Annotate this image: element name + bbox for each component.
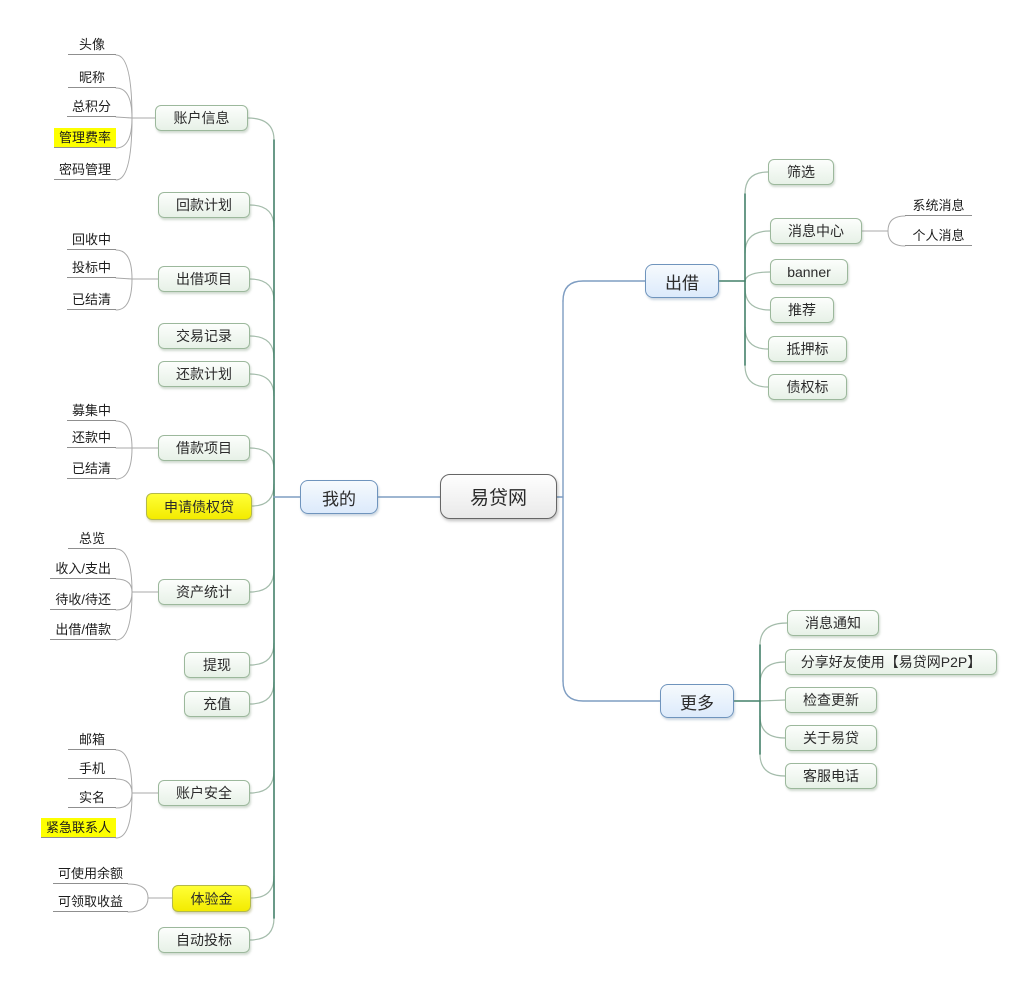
apply-debt-loan-node[interactable]: 申请债权贷: [146, 493, 252, 520]
connector-line: [759, 699, 786, 702]
avatar-leaf[interactable]: 头像: [68, 35, 116, 55]
connector-line: [115, 792, 133, 839]
receivable-payable-leaf[interactable]: 待收/待还: [50, 590, 116, 610]
connector-line: [115, 548, 133, 593]
connector-line: [759, 753, 786, 777]
bidding-leaf[interactable]: 投标中: [66, 258, 116, 278]
repaying-leaf[interactable]: 还款中: [66, 428, 116, 448]
settled-borrow-leaf[interactable]: 已结清: [66, 459, 116, 479]
connector-line: [115, 749, 133, 794]
connector-line: [115, 54, 133, 119]
connector-line: [115, 116, 133, 119]
connector-line: [115, 249, 133, 280]
connector-line: [115, 420, 133, 449]
connector-line: [887, 230, 906, 247]
mobile-leaf[interactable]: 手机: [68, 759, 116, 779]
system-messages-leaf[interactable]: 系统消息: [905, 196, 972, 216]
message-notify-node[interactable]: 消息通知: [787, 610, 879, 636]
lend-projects-node[interactable]: 出借项目: [158, 266, 250, 292]
connector-line: [127, 883, 149, 899]
asset-stats-node[interactable]: 资产统计: [158, 579, 250, 605]
debt-bid-node[interactable]: 债权标: [768, 374, 847, 400]
banner-node[interactable]: banner: [770, 259, 848, 285]
connector-line: [744, 171, 769, 195]
connector-line: [115, 87, 133, 119]
lend-node[interactable]: 出借: [645, 264, 719, 298]
service-phone-node[interactable]: 客服电话: [785, 763, 877, 789]
password-management-leaf[interactable]: 密码管理: [53, 160, 116, 180]
message-center-node[interactable]: 消息中心: [770, 218, 862, 244]
recharge-node[interactable]: 充值: [184, 691, 250, 717]
overview-leaf[interactable]: 总览: [68, 529, 116, 549]
my-node[interactable]: 我的: [300, 480, 378, 514]
connector-line: [887, 215, 906, 232]
root-node[interactable]: 易贷网: [440, 474, 557, 519]
borrow-projects-node[interactable]: 借款项目: [158, 435, 250, 461]
account-info-node[interactable]: 账户信息: [155, 105, 248, 131]
connector-line: [115, 778, 133, 794]
available-balance-leaf[interactable]: 可使用余额: [52, 864, 128, 884]
filter-node[interactable]: 筛选: [768, 159, 834, 185]
mortgage-bid-node[interactable]: 抵押标: [768, 336, 847, 362]
connector-line: [759, 622, 788, 646]
connector-line: [562, 280, 646, 302]
more-node[interactable]: 更多: [660, 684, 734, 718]
withdraw-node[interactable]: 提现: [184, 652, 250, 678]
connector-line: [127, 897, 149, 913]
repayment-out-plan-node[interactable]: 还款计划: [158, 361, 250, 387]
transaction-records-node[interactable]: 交易记录: [158, 323, 250, 349]
nickname-leaf[interactable]: 昵称: [68, 68, 116, 88]
connector-line: [249, 917, 275, 941]
recovering-leaf[interactable]: 回收中: [66, 230, 116, 250]
about-yidai-node[interactable]: 关于易贷: [785, 725, 877, 751]
connector-line: [115, 278, 133, 311]
income-expense-leaf[interactable]: 收入/支出: [50, 559, 116, 579]
real-name-leaf[interactable]: 实名: [68, 788, 116, 808]
connector-line: [115, 117, 133, 181]
auto-bid-node[interactable]: 自动投标: [158, 927, 250, 953]
email-leaf[interactable]: 邮箱: [68, 730, 116, 750]
total-points-leaf[interactable]: 总积分: [66, 97, 116, 117]
emergency-contact-leaf[interactable]: 紧急联系人: [40, 818, 116, 838]
raising-leaf[interactable]: 募集中: [66, 401, 116, 421]
repayment-in-plan-node[interactable]: 回款计划: [158, 192, 250, 218]
personal-messages-leaf[interactable]: 个人消息: [905, 226, 972, 246]
share-friends-node[interactable]: 分享好友使用【易贷网P2P】: [785, 649, 997, 675]
connector-line: [744, 364, 769, 388]
check-update-node[interactable]: 检查更新: [785, 687, 877, 713]
experience-gold-node[interactable]: 体验金: [172, 885, 251, 912]
claimable-income-leaf[interactable]: 可领取收益: [52, 892, 128, 912]
connector-line: [115, 591, 133, 641]
management-fee-rate-leaf[interactable]: 管理费率: [53, 128, 116, 148]
connector-line: [115, 447, 133, 480]
connector-line: [115, 277, 133, 280]
connector-line: [247, 117, 275, 141]
lend-borrow-leaf[interactable]: 出借/借款: [50, 620, 116, 640]
settled-lend-leaf[interactable]: 已结清: [66, 290, 116, 310]
account-security-node[interactable]: 账户安全: [158, 780, 250, 806]
connector-line: [562, 680, 661, 702]
recommend-node[interactable]: 推荐: [770, 297, 834, 323]
connector-line: [115, 578, 133, 593]
